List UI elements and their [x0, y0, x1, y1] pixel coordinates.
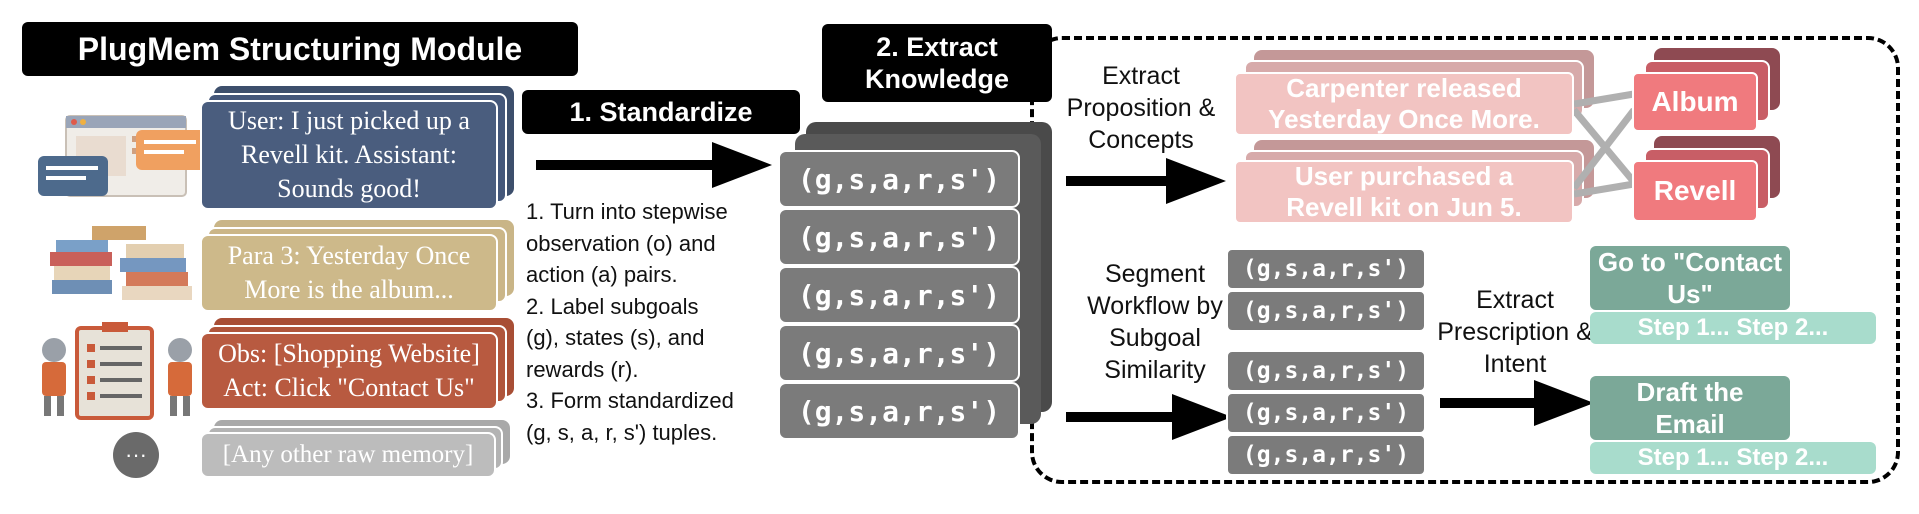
standardize-notes: 1. Turn into stepwise observation (o) an… — [526, 196, 786, 448]
standardize-title: 1. Standardize — [522, 90, 800, 134]
arrow-to-prescriptions-icon — [1440, 380, 1594, 426]
note-line: 3. Form standardized — [526, 388, 734, 413]
tuple-box: (g,s,a,r,s') — [778, 324, 1020, 382]
trajectory-card: Obs: [Shopping Website] Act: Click "Cont… — [200, 332, 498, 410]
extract-knowledge-text: 2. Extract Knowledge — [864, 32, 1009, 94]
paragraph-card: Para 3: Yesterday Once More is the album… — [200, 234, 498, 312]
segment-tuple-box: (g,s,a,r,s') — [1226, 350, 1426, 392]
note-line: rewards (r). — [526, 356, 639, 382]
note-line: (g), states (s), and — [526, 325, 705, 350]
arrow-to-segments-icon — [1066, 394, 1232, 440]
books-icon — [50, 226, 192, 300]
prescription-title: Go to "Contact Us" — [1590, 246, 1790, 310]
note-line: (g, s, a, r, s') tuples. — [526, 419, 718, 445]
segment-tuple-box: (g,s,a,r,s') — [1226, 248, 1426, 290]
arrow-to-tuples-icon — [536, 142, 772, 188]
extract-prescription-label: Extract Prescription & Intent — [1437, 286, 1593, 378]
proposition-card: User purchased a Revell kit on Jun 5. — [1234, 160, 1574, 224]
segment-tuple-box: (g,s,a,r,s') — [1226, 434, 1426, 476]
note-line: action (a) pairs. — [526, 262, 678, 287]
tuple-box: (g,s,a,r,s') — [778, 266, 1020, 324]
prescription-steps: Step 1... Step 2... — [1590, 312, 1876, 344]
prescription-title: Draft the Email — [1590, 376, 1790, 440]
tuple-box: (g,s,a,r,s') — [778, 382, 1020, 440]
tuple-box: (g,s,a,r,s') — [778, 208, 1020, 266]
concept-links — [1574, 90, 1637, 198]
note-line: 2. Label subgoals — [526, 293, 699, 319]
extract-proposition-label: Extract Proposition & Concepts — [1066, 62, 1216, 154]
segment-tuple-box: (g,s,a,r,s') — [1226, 392, 1426, 434]
segment-workflow-label: Segment Workflow by Subgoal Similarity — [1087, 260, 1223, 384]
concept-card: Revell — [1632, 160, 1758, 222]
segment-tuple-box: (g,s,a,r,s') — [1226, 290, 1426, 332]
tuple-box: (g,s,a,r,s') — [778, 150, 1020, 208]
other-memory-card: [Any other raw memory] — [200, 432, 496, 478]
dialogue-card: User: I just picked up a Revell kit. Ass… — [200, 100, 498, 210]
proposition-card: Carpenter released Yesterday Once More. — [1234, 72, 1574, 136]
note-line: 1. Turn into stepwise — [526, 199, 728, 224]
arrow-to-propositions-icon — [1066, 158, 1226, 204]
note-line: observation (o) and — [526, 230, 716, 256]
extract-knowledge-title: 2. Extract Knowledge — [822, 24, 1052, 102]
prescription-steps: Step 1... Step 2... — [1590, 442, 1876, 474]
chat-window-icon — [38, 115, 206, 197]
module-title: PlugMem Structuring Module — [22, 22, 578, 76]
more-ellipsis-icon: ··· — [113, 432, 159, 478]
robots-checklist-icon — [42, 322, 192, 420]
concept-card: Album — [1632, 72, 1758, 132]
